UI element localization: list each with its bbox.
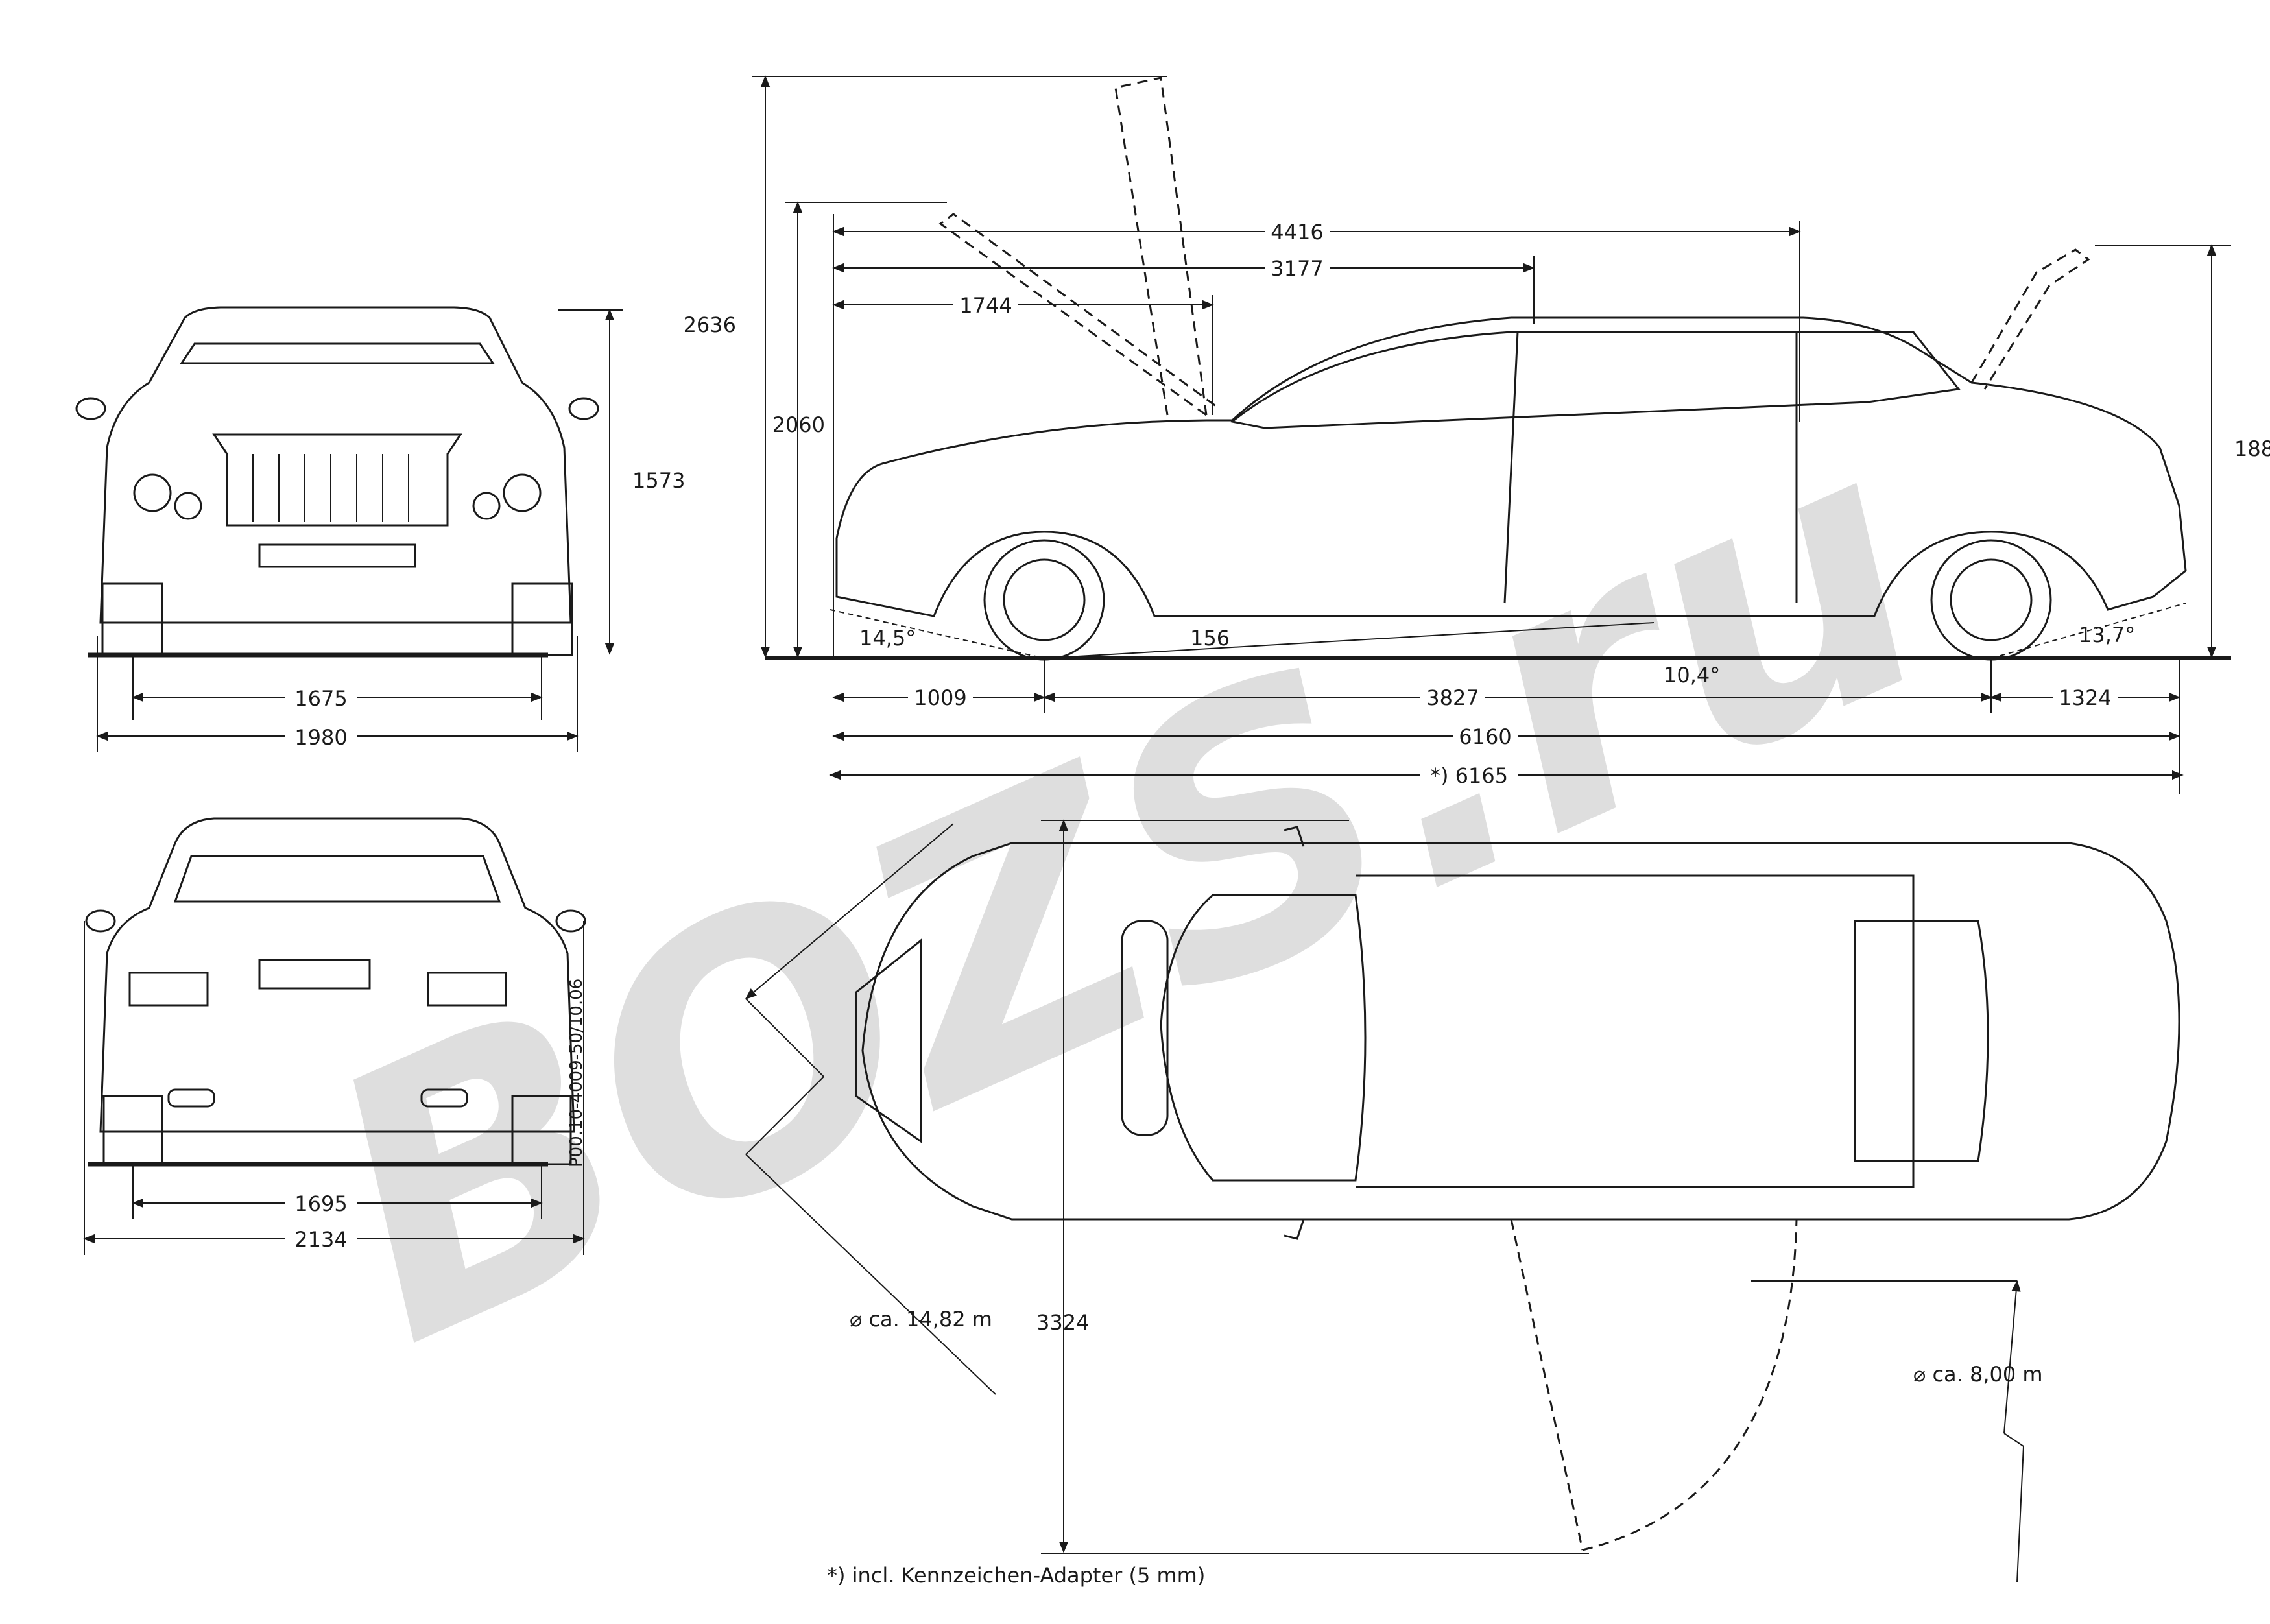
front-rim [1003,558,1086,641]
front-license-plate [258,543,416,568]
top-roof [1356,874,1915,1188]
trunk-open-outline [1970,248,2090,390]
front-width-label: 1980 [294,725,347,750]
side-len-1744-label: 1744 [959,293,1012,318]
foglight-left [174,492,202,520]
rear-wheel [1930,539,2052,661]
door-swing-line [1510,1219,1584,1551]
exhaust-left [167,1088,215,1108]
rear-track-label: 1695 [294,1191,347,1216]
mirror-right-rear [555,909,586,933]
turning-circle-label: ⌀ ca. 14,82 m [850,1307,992,1331]
ramp-angle-label: 10,4° [1664,663,1720,687]
taillight-left [128,972,209,1007]
drawing-code: P00.10-4009-50/10.06 [567,979,586,1167]
b-pillar [1503,331,1519,604]
front-wheel [983,539,1105,661]
top-body [861,842,2180,1221]
top-mirror-right [1284,1219,1305,1240]
front-door-open-outline [938,213,1220,416]
front-height-label: 1573 [632,468,685,493]
wheelbase-label: 3827 [1426,686,1479,710]
top-rear-window [1854,920,1989,1162]
top-sunroof-strip [1121,920,1169,1136]
hood-open-outline [1114,77,1208,416]
headlight-right [503,473,542,512]
length-adapter-label: *) 6165 [1430,763,1508,788]
taillight-right [427,972,507,1007]
rear-license-plate [258,959,371,990]
door-swing-arc [1582,1219,1798,1551]
front-tire-right [511,582,573,656]
top-mirror-left [1284,826,1305,847]
front-body [99,306,572,624]
rear-view [85,817,586,1167]
footnote-text: *) incl. Kennzeichen-Adapter (5 mm) [827,1563,1205,1588]
front-grille [212,433,462,527]
side-height-hood-label: 2636 [684,313,736,337]
rear-rim [1950,558,2033,641]
side-len-3177-label: 3177 [1271,256,1323,281]
mirror-left-rear [85,909,116,933]
front-view [75,306,599,658]
watermark-text: BOZS.ru [270,352,1982,1424]
front-overhang-label: 1009 [914,686,966,710]
turning-circle-small-label: ⌀ ca. 8,00 m [1913,1362,2043,1387]
width-doors-open-label: 3324 [1036,1310,1089,1335]
side-len-4416-label: 4416 [1271,220,1323,245]
mirror-left-front [75,397,106,420]
rear-window [173,855,501,903]
side-windows [1230,331,1961,429]
top-grille [855,938,922,1143]
top-view-dims [745,819,2024,1583]
departure-angle-label: 13,7° [2079,623,2135,647]
front-tire-left [101,582,163,656]
approach-angle-label: 14,5° [859,626,916,651]
mirror-right-front [568,397,599,420]
rear-body [99,817,575,1133]
headlight-left [133,473,172,512]
rear-tire-left [102,1095,163,1165]
top-view [855,826,2180,1551]
ground-clearance-label: 156 [1190,626,1230,651]
length-label: 6160 [1459,724,1511,749]
rear-width-label: 2134 [294,1227,347,1252]
side-body [835,316,2187,617]
side-height-trunk-label: 2060 [772,412,825,437]
side-view [765,77,2231,661]
watermark-logo: BOZS.ru [270,352,1982,1424]
front-track-label: 1675 [294,686,347,711]
windshield [180,342,495,364]
exhaust-right [420,1088,468,1108]
grille-bars [252,454,409,522]
top-windshield-cabin [1160,894,1367,1182]
front-view-dims [96,309,623,752]
foglight-right [472,492,501,520]
rear-overhang-label: 1324 [2059,686,2111,710]
